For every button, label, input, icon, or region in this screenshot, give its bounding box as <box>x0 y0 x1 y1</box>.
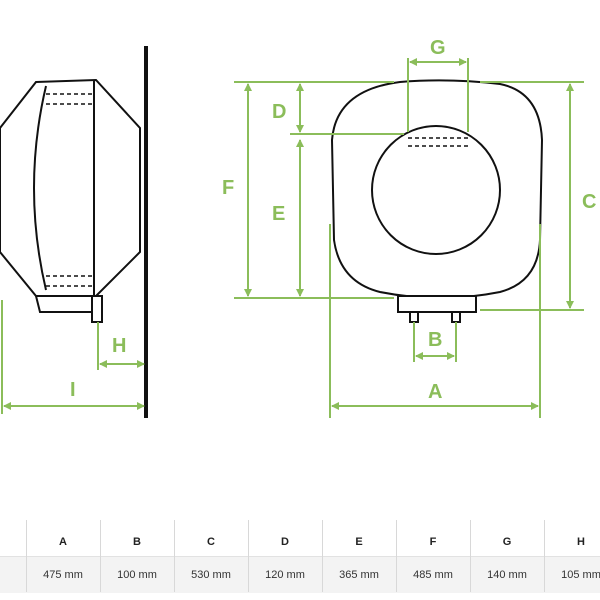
front-pipe-left <box>409 311 419 323</box>
table-header-cell: D <box>281 536 289 548</box>
table-value-cell: 365 mm <box>339 569 379 581</box>
dim-d-label: D <box>272 101 286 123</box>
table-header-cell: F <box>429 536 437 548</box>
dimension-table: A B C D E F G H 475 mm 100 mm 530 mm 120… <box>0 520 600 600</box>
table-value-row: 475 mm 100 mm 530 mm 120 mm 365 mm 485 m… <box>0 556 600 593</box>
table-separator <box>396 520 397 592</box>
table-value-cell: 475 mm <box>43 569 83 581</box>
side-view: H I <box>0 46 148 418</box>
table-header-cell: B <box>133 536 141 548</box>
water-heater-diagram: H I G F D E C <box>0 37 596 418</box>
table-separator <box>470 520 471 592</box>
front-dial-circle <box>371 125 501 255</box>
table-header-cell: C <box>207 536 215 548</box>
table-value-cell: 105 mm <box>561 569 600 581</box>
table-value-cell: 485 mm <box>413 569 453 581</box>
front-base-block <box>397 295 477 313</box>
side-front-curve <box>33 85 47 291</box>
table-separator <box>174 520 175 592</box>
table-header-cell: H <box>577 536 585 548</box>
table-separator <box>248 520 249 592</box>
front-pipe-right <box>451 311 461 323</box>
table-value-cell: 140 mm <box>487 569 527 581</box>
dim-b-label: B <box>428 329 442 351</box>
dim-g-label: G <box>430 37 446 59</box>
table-separator <box>100 520 101 592</box>
table-header-cell: A <box>59 536 67 548</box>
side-bottom-base <box>34 295 100 313</box>
side-body-outline <box>0 78 141 297</box>
table-header-cell: E <box>355 536 363 548</box>
table-separator <box>322 520 323 592</box>
dim-i-label: I <box>70 379 76 401</box>
dim-f-label: F <box>222 177 234 199</box>
side-pipe <box>91 295 103 323</box>
dim-c-label: C <box>582 191 596 213</box>
dim-a-label: A <box>428 381 442 403</box>
table-value-cell: 100 mm <box>117 569 157 581</box>
table-header-cell: G <box>502 536 512 548</box>
dim-e-label: E <box>272 203 285 225</box>
table-header-row: A B C D E F G H <box>0 520 600 560</box>
table-separator <box>544 520 545 592</box>
table-value-cell: 530 mm <box>191 569 231 581</box>
dim-h-label: H <box>112 335 126 357</box>
table-separator <box>26 520 27 592</box>
table-value-cell: 120 mm <box>265 569 305 581</box>
front-view: G F D E C B A <box>222 37 596 418</box>
